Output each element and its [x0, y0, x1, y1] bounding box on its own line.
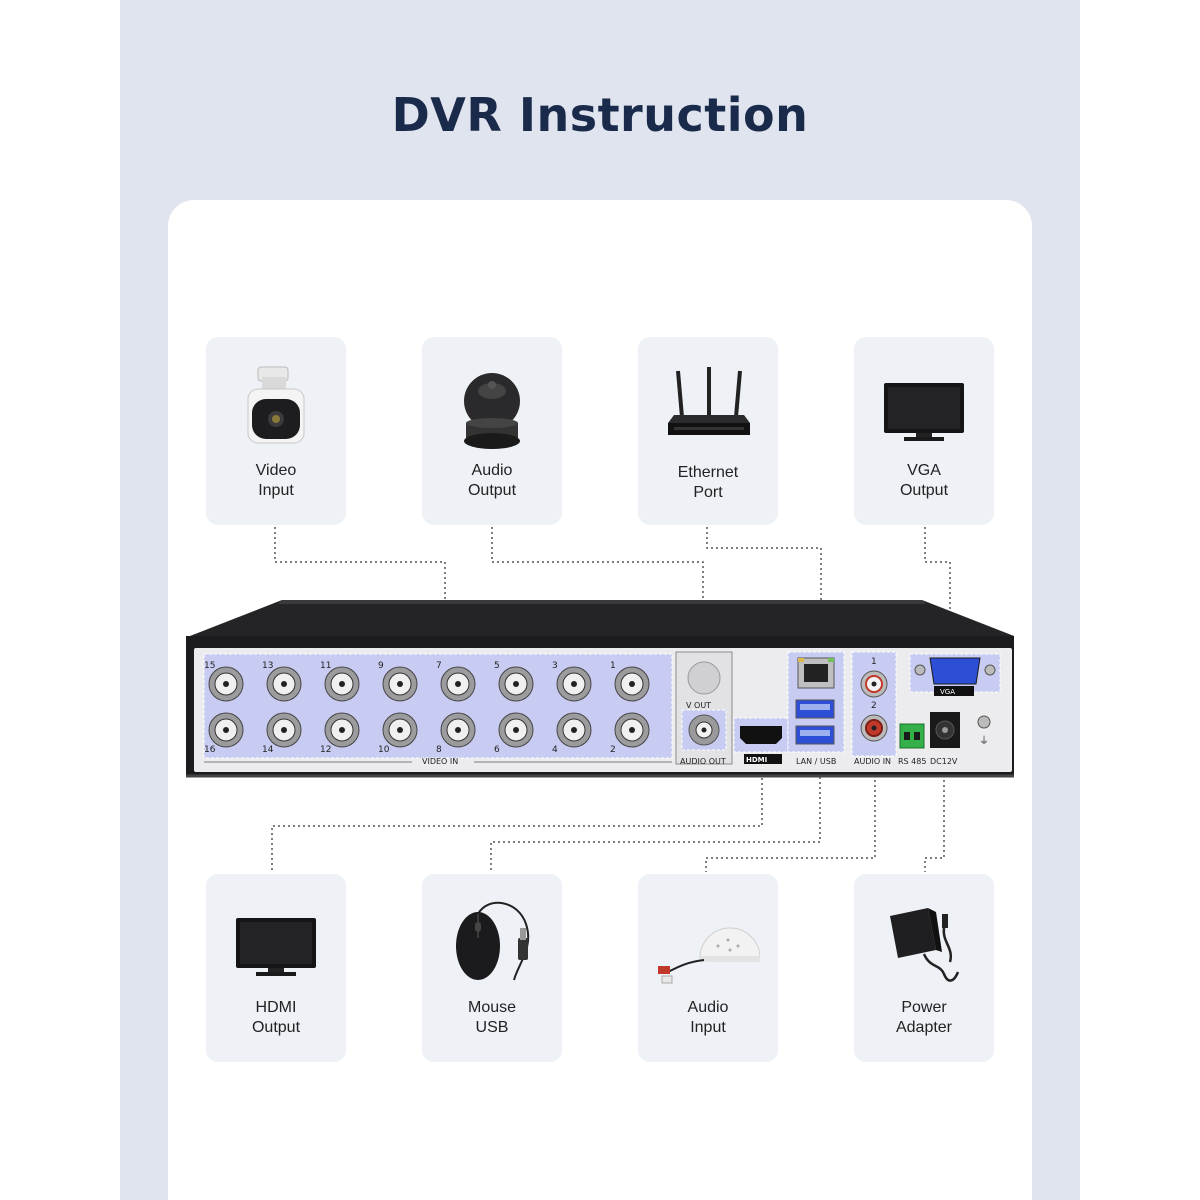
device-card-video-input: Video Input [206, 337, 346, 525]
device-label: Power [901, 999, 947, 1016]
audio-in-label: AUDIO IN [854, 757, 891, 766]
router-icon [668, 367, 750, 435]
video-in-label: VIDEO IN [422, 757, 458, 766]
bnc-connector [614, 666, 650, 702]
bnc-connector [556, 666, 592, 702]
audio-in-number: 1 [871, 657, 877, 667]
device-card-audio-output: Audio Output [422, 337, 562, 525]
power-adapter-icon [890, 908, 960, 982]
device-label: Video [255, 462, 297, 479]
device-label: Output [467, 482, 517, 499]
bnc-connector [440, 712, 476, 748]
video-in-bottom-row: 16 14 12 10 8 6 4 2 [204, 712, 650, 755]
bnc-connector [208, 666, 244, 702]
device-card-audio-input: Audio Input [638, 874, 778, 1062]
bnc-connector [324, 712, 360, 748]
device-label: Audio [687, 999, 729, 1016]
bnc-connector [498, 712, 534, 748]
bnc-connector [614, 712, 650, 748]
video-in-number: 2 [610, 745, 616, 755]
bnc-connector [440, 666, 476, 702]
bnc-connector [266, 712, 302, 748]
device-card-power-adapter: Power Adapter [854, 874, 994, 1062]
device-label: Output [251, 1019, 301, 1036]
audio-out-label: AUDIO OUT [680, 757, 726, 766]
device-label: Ethernet [677, 464, 739, 481]
device-label: Input [258, 482, 294, 499]
bnc-connector [208, 712, 244, 748]
bnc-connector [556, 712, 592, 748]
bnc-connector [324, 666, 360, 702]
device-label: Mouse [467, 999, 517, 1016]
video-in-number: 14 [262, 745, 274, 755]
video-in-number: 5 [494, 661, 500, 671]
vga-label: VGA [940, 688, 955, 696]
bnc-connector [498, 666, 534, 702]
device-label: HDMI [255, 999, 297, 1016]
video-in-number: 15 [204, 661, 215, 671]
video-in-number: 7 [436, 661, 442, 671]
video-in-number: 11 [320, 661, 331, 671]
device-label: USB [475, 1019, 509, 1036]
device-label: Adapter [895, 1019, 953, 1036]
video-in-number: 8 [436, 745, 442, 755]
rs485-port [899, 723, 925, 749]
monitor-icon [884, 383, 964, 441]
monitor-icon [236, 918, 316, 976]
device-label: Audio [471, 462, 513, 479]
video-in-number: 13 [262, 661, 273, 671]
video-in-number: 4 [552, 745, 558, 755]
wire-mouse-usb [490, 752, 821, 872]
microphone-icon [658, 927, 760, 984]
camera-icon [247, 366, 305, 444]
speaker-icon [464, 373, 520, 449]
wire-hdmi-output [271, 768, 763, 872]
bnc-connector [266, 666, 302, 702]
audio-in-number: 2 [871, 701, 877, 711]
rs485-label: RS 485 [898, 757, 926, 766]
video-in-number: 6 [494, 745, 500, 755]
device-card-vga-output: VGA Output [854, 337, 994, 525]
bnc-connector [382, 712, 418, 748]
video-in-number: 1 [610, 661, 616, 671]
device-label: VGA [907, 462, 941, 479]
video-in-number: 3 [552, 661, 558, 671]
video-in-number: 10 [378, 745, 390, 755]
page-title: DVR Instruction [391, 88, 809, 142]
dc12v-label: DC12V [930, 757, 958, 766]
video-in-number: 16 [204, 745, 216, 755]
video-in-top-row: 15 13 11 9 7 5 3 1 [204, 661, 650, 702]
wire-video-input [274, 527, 446, 658]
device-card-ethernet-port: Ethernet Port [638, 337, 778, 525]
lan-usb-label: LAN / USB [796, 757, 836, 766]
video-in-number: 9 [378, 661, 384, 671]
hdmi-label: HDMI [746, 756, 767, 764]
video-in-number: 12 [320, 745, 331, 755]
v-out-label: V OUT [686, 701, 711, 710]
device-card-mouse-usb: Mouse USB [422, 874, 562, 1062]
device-label: Input [690, 1019, 726, 1036]
device-label: Port [693, 484, 723, 501]
device-label: Output [899, 482, 949, 499]
bnc-connector [382, 666, 418, 702]
mouse-icon [456, 901, 530, 981]
wire-audio-output [491, 527, 704, 718]
ground-icon: ⏚ [979, 735, 989, 747]
device-card-hdmi-output: HDMI Output [206, 874, 346, 1062]
